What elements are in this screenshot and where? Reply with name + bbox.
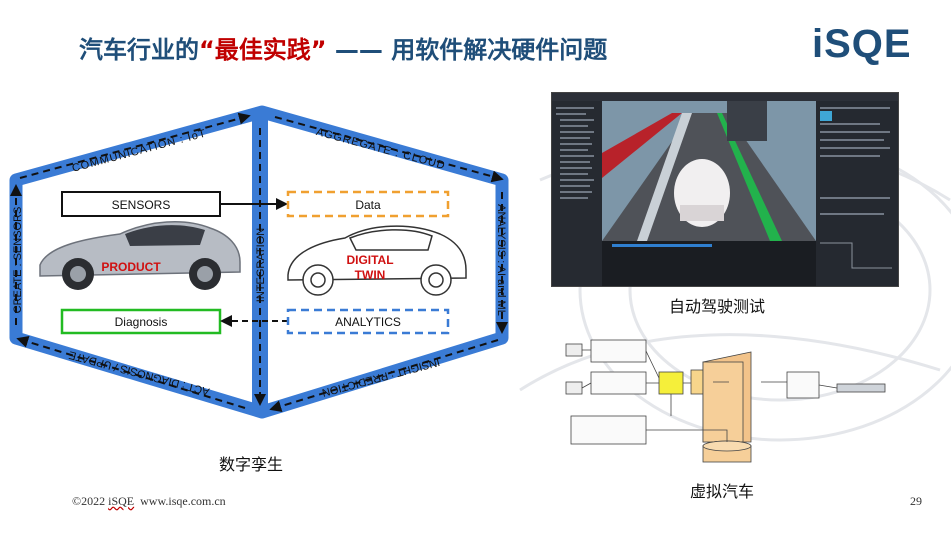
arrow-bottom-left bbox=[16, 336, 246, 409]
edge-label-top-left: COMMUNICATION : IoT bbox=[71, 127, 208, 174]
twin-label-line1: DIGITAL bbox=[346, 253, 393, 267]
data-box bbox=[286, 190, 450, 218]
virtual-car-caption: 虚拟汽车 bbox=[690, 482, 755, 501]
driving-sim-screenshot bbox=[551, 92, 899, 287]
data-label: Data bbox=[355, 198, 381, 212]
analytics-label: ANALYTICS bbox=[335, 315, 401, 329]
page-number: 29 bbox=[910, 494, 922, 508]
product-label: PRODUCT bbox=[101, 260, 161, 274]
sensors-label: SENSORS bbox=[112, 198, 171, 212]
title-highlight: “最佳实践” bbox=[199, 36, 327, 64]
arrow-top-left bbox=[19, 112, 251, 179]
footer-copyright: ©2022 iSQE www.isqe.com.cn bbox=[72, 494, 226, 509]
analytics-box bbox=[286, 308, 450, 335]
digital-twin-caption: 数字孪生 bbox=[219, 455, 284, 474]
arrow-bottom-right bbox=[269, 339, 499, 412]
virtual-car-architecture bbox=[565, 339, 886, 463]
digital-twin-diagram: COMMUNICATION : IoT AGGREGATE : CLOUD CR… bbox=[9, 105, 509, 419]
driving-test-caption: 自动驾驶测试 bbox=[669, 297, 766, 316]
edge-label-center: INTEGRATION bbox=[255, 228, 267, 302]
hexagon-band bbox=[9, 105, 509, 419]
arrow-top-right bbox=[274, 116, 504, 183]
title-suffix: —— 用软件解决硬件问题 bbox=[326, 36, 608, 64]
footer-brand: iSQE bbox=[108, 494, 135, 508]
footer-prefix: ©2022 bbox=[72, 494, 109, 508]
isqe-logo: iSQE bbox=[812, 22, 912, 66]
edge-label-left: CREATE : SENSORS bbox=[12, 207, 24, 314]
diagnosis-label: Diagnosis bbox=[115, 315, 168, 329]
slide-title: 汽车行业的“最佳实践” —— 用软件解决硬件问题 bbox=[79, 30, 607, 65]
title-prefix: 汽车行业的 bbox=[79, 36, 199, 64]
sim-illustration bbox=[552, 93, 898, 286]
footer-url: www.isqe.com.cn bbox=[134, 494, 226, 508]
edge-label-top-right: AGGREGATE : CLOUD bbox=[315, 126, 447, 172]
edge-label-bottom-right: INSIGHT : PREDICTION bbox=[321, 355, 441, 398]
product-car bbox=[39, 221, 241, 290]
edge-label-bottom-left: ACT : DIAGNOSIS / UPDATE bbox=[68, 348, 211, 397]
edge-label-right: ANALYSIS : AI and ML bbox=[495, 204, 507, 316]
twin-label-line2: TWIN bbox=[355, 268, 386, 282]
digital-twin-car bbox=[287, 225, 467, 296]
